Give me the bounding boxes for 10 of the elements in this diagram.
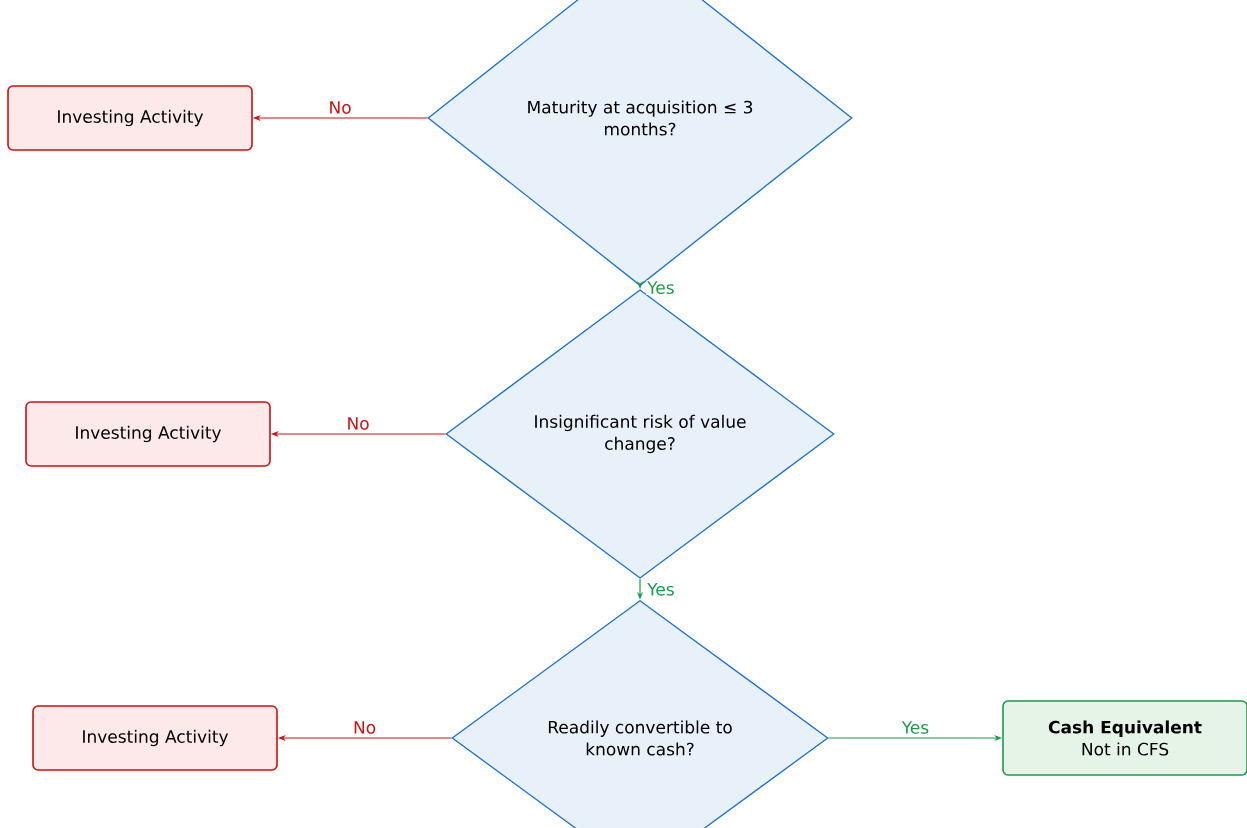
outcome-box: Cash Equivalent Not in CFS	[1002, 700, 1247, 776]
outcome-box: Investing Activity	[7, 85, 253, 151]
edge-label: Yes	[900, 720, 931, 735]
edge-label: No	[352, 720, 378, 735]
edge-label: No	[327, 100, 353, 115]
edge-label: Yes	[646, 582, 676, 597]
outcome-box: Investing Activity	[25, 401, 271, 467]
edge-label: No	[345, 416, 371, 431]
edge-label: Yes	[646, 280, 676, 295]
outcome-box: Investing Activity	[32, 705, 278, 771]
